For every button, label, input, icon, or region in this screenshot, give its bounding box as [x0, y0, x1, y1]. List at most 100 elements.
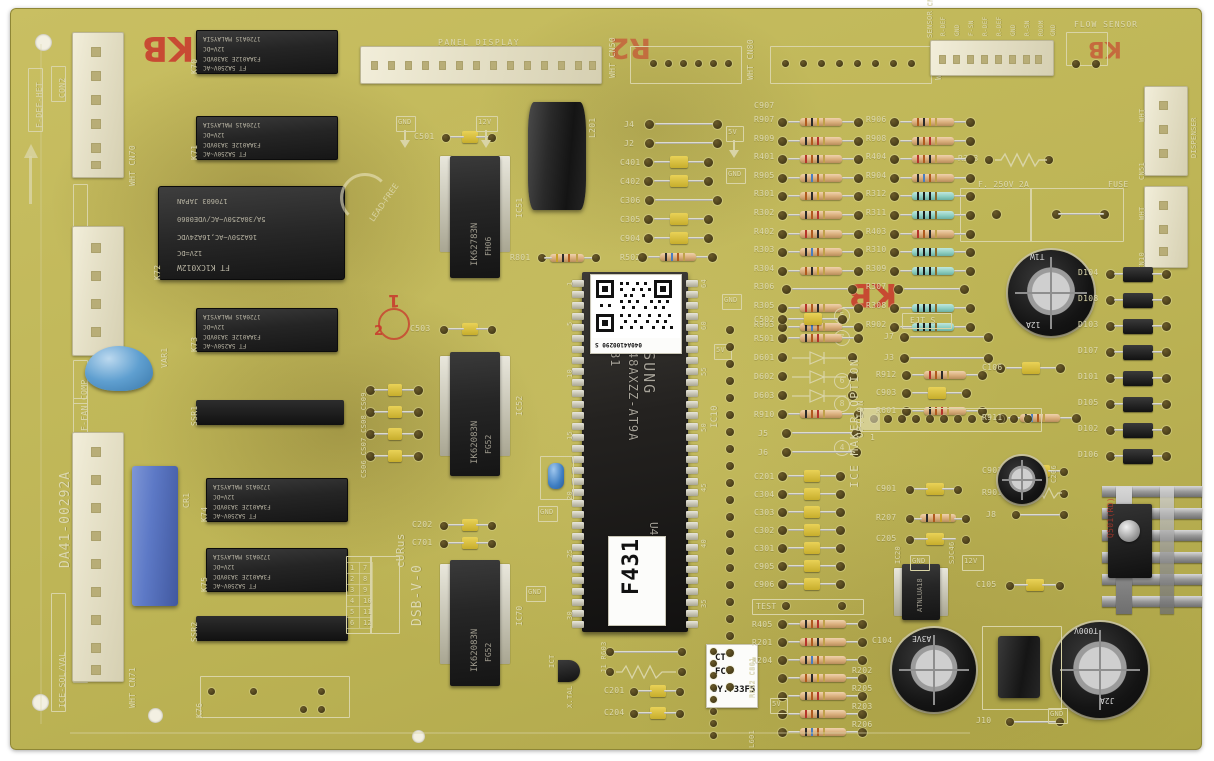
silk-5v-b: 5V	[716, 346, 726, 354]
pad	[704, 177, 713, 186]
pad	[778, 323, 787, 332]
resistor-band	[811, 118, 813, 126]
mcu-leg	[572, 621, 584, 628]
silk-c401: C401	[620, 158, 641, 167]
pad	[778, 334, 787, 343]
connector-panel-display[interactable]	[360, 46, 602, 84]
pad	[366, 452, 375, 461]
diode-ict	[558, 660, 580, 682]
grid-number: 11	[363, 608, 373, 616]
film-capacitor-cr1	[132, 466, 178, 606]
resistor	[800, 728, 846, 736]
ic-ic20: ATNLUA18	[902, 564, 940, 620]
silk-d106: D106	[1078, 450, 1099, 459]
connector-cn51[interactable]	[1144, 86, 1188, 176]
pad	[710, 696, 717, 703]
silk-box-gnd4	[538, 506, 558, 522]
connector-sensor-cn60[interactable]	[930, 40, 1054, 76]
mcu-leg	[686, 621, 698, 628]
pad	[858, 638, 867, 647]
connector-cn71[interactable]	[72, 432, 124, 682]
pad	[890, 174, 899, 183]
silk-c904: C904	[620, 234, 641, 243]
silk-box-fuse-b	[1030, 188, 1124, 242]
lead	[788, 547, 804, 549]
pad	[852, 429, 861, 438]
silk-ic10: IC10	[710, 405, 720, 428]
lead	[654, 237, 670, 239]
lead	[954, 270, 966, 272]
grid-number: 4	[350, 597, 355, 605]
jumper	[904, 288, 960, 290]
inductor-l1	[528, 102, 586, 210]
lead	[966, 410, 978, 412]
lead	[788, 583, 804, 585]
silk-cn80-wht: WHT CN80	[746, 39, 755, 80]
connector-con1[interactable]	[72, 226, 124, 356]
silk-ejt: EJT S	[910, 316, 936, 325]
resistor	[800, 267, 842, 275]
resistor-band	[917, 192, 919, 200]
lead	[912, 392, 928, 394]
resistor	[912, 174, 954, 182]
silk-r303: R303	[754, 245, 775, 254]
pad	[726, 360, 734, 368]
silk-c202: C202	[412, 520, 433, 529]
silk-var1: VAR1	[160, 347, 169, 368]
pad	[858, 674, 867, 683]
resistor	[800, 674, 846, 682]
connector-con2[interactable]	[72, 32, 124, 178]
connector-cn10[interactable]	[1144, 186, 1188, 268]
silk-gnd-g: GND	[1050, 710, 1064, 718]
lead	[1152, 403, 1164, 405]
lead	[954, 251, 966, 253]
mcu-leg	[572, 313, 584, 320]
pad	[778, 472, 787, 481]
resistor	[924, 407, 966, 415]
pad	[778, 230, 787, 239]
resistor-band	[805, 211, 807, 219]
pad	[726, 462, 734, 470]
red-mark-kb-1: KB	[142, 28, 195, 68]
resistor-band	[935, 174, 937, 182]
pad	[978, 371, 987, 380]
pad	[1106, 374, 1115, 383]
pad	[726, 683, 734, 691]
silk-c907: C907	[754, 101, 775, 110]
mcu-leg	[572, 544, 584, 551]
mcu-leg	[572, 588, 584, 595]
silk-k75: K75	[200, 576, 209, 592]
electrolytic-cap-c100: A3VE	[892, 628, 976, 712]
resistor-band	[805, 638, 807, 646]
silk-r403: R403	[866, 227, 887, 236]
mcu-pin-30: 30	[566, 610, 574, 620]
mcu-leg	[686, 489, 698, 496]
ic52-code: FG52	[484, 434, 493, 454]
resistor	[800, 304, 842, 312]
silk-r601: R601	[876, 406, 897, 415]
mcu-leg	[572, 577, 584, 584]
pad	[900, 354, 909, 363]
pad	[778, 728, 787, 737]
silk-box-ejt	[902, 313, 952, 329]
resistor-band	[805, 230, 807, 238]
mcu-leg	[686, 368, 698, 375]
mcu-leg	[572, 280, 584, 287]
resistor-band	[805, 728, 807, 736]
film-capacitor-bottom	[998, 636, 1040, 698]
resistor-band	[923, 230, 925, 238]
pad	[966, 155, 975, 164]
silk-c201: C201	[754, 472, 775, 481]
pad	[710, 684, 717, 691]
lead	[788, 475, 804, 477]
lead	[900, 121, 912, 123]
silk-cn10-wht: WHT	[1138, 206, 1146, 220]
grid-number: 12	[363, 619, 373, 627]
mcu-leg	[572, 511, 584, 518]
resistor-band	[811, 211, 813, 219]
resistor-band	[805, 137, 807, 145]
pad	[854, 334, 863, 343]
silk-r306: R306	[754, 282, 775, 291]
red-mark-2: 2	[374, 324, 384, 339]
grid-line	[359, 562, 360, 628]
